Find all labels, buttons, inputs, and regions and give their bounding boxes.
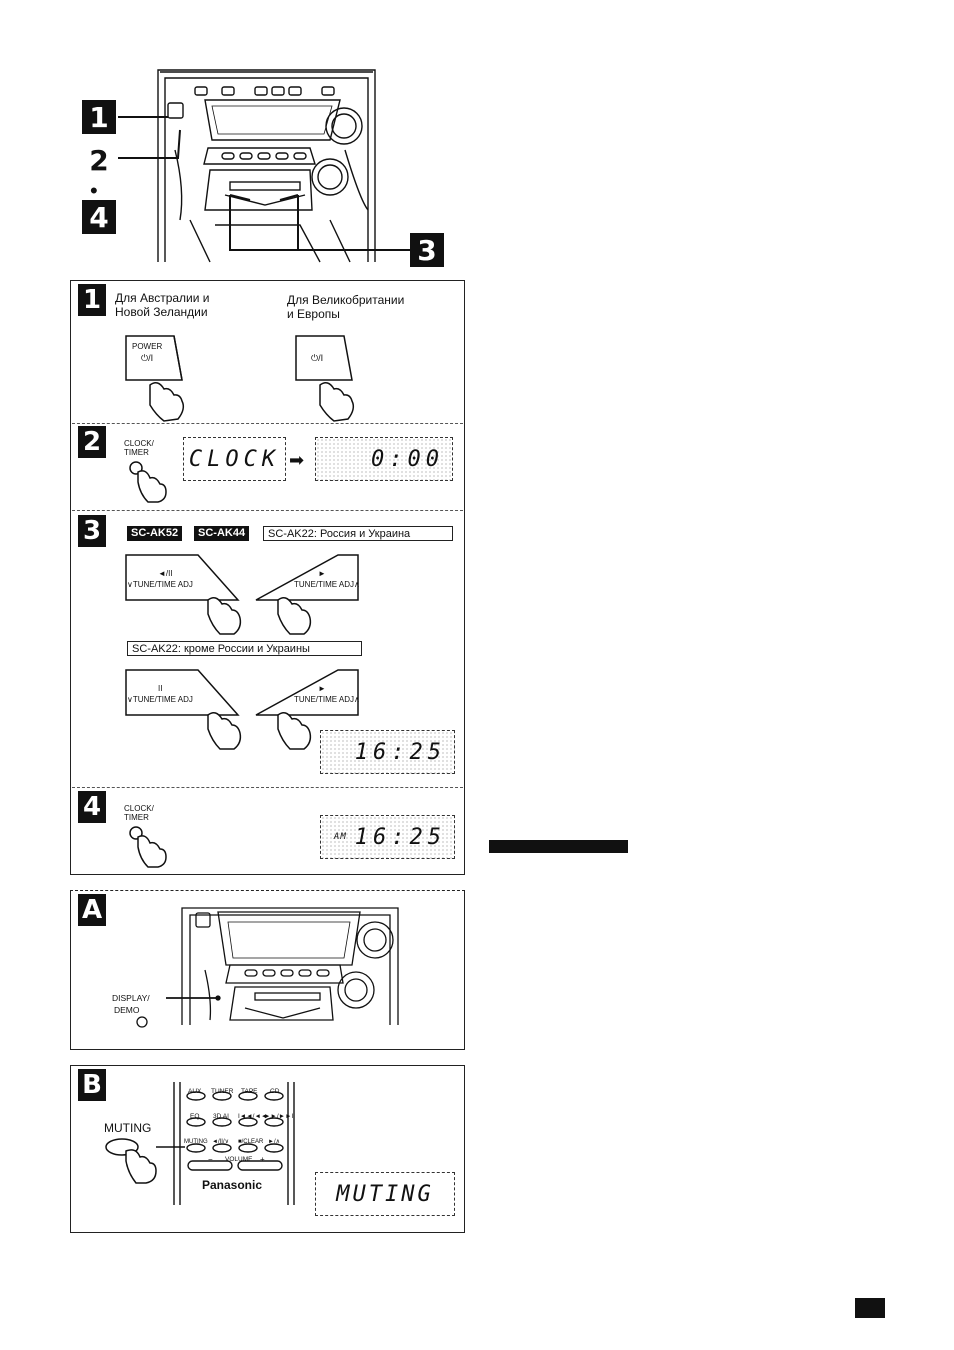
remote-tape: TAPE <box>241 1088 258 1095</box>
btn-right-top-label-1: ► <box>318 569 326 578</box>
btn-right-label-2: TUNE/TIME ADJ∧ <box>294 695 360 704</box>
panel-b <box>70 1065 465 1233</box>
remote-3d-ai: 3D AI <box>213 1113 229 1120</box>
lcd-zero-time: 0:00 <box>315 437 453 481</box>
step-1-badge: 1 <box>78 284 106 316</box>
power-symbol-left: ⏻/I <box>141 353 154 363</box>
power-button-left-illustration <box>125 335 185 422</box>
stereo-illustration <box>118 69 410 263</box>
remote-pause: ◄/II/∨ <box>212 1139 229 1145</box>
tune-buttons-row-1 <box>125 554 359 635</box>
remote-skip-fwd: ►►/►►I <box>264 1113 294 1120</box>
muting-label: MUTING <box>104 1121 152 1135</box>
step-4-badge: 4 <box>78 791 106 823</box>
step-marker-4: 4 <box>82 200 116 234</box>
step-bullet: • <box>90 178 98 203</box>
panel-a <box>70 890 465 1050</box>
remote-eq: EQ <box>190 1113 200 1120</box>
btn-left-label-2: ∨TUNE/TIME ADJ <box>127 695 193 704</box>
remote-volume-minus: − <box>208 1155 213 1164</box>
step-2-badge: 2 <box>78 426 106 458</box>
lcd-time-step4: AM 16:25 <box>320 815 455 859</box>
arrow-right-icon: ➡ <box>289 450 305 470</box>
stereo-front-illustration <box>136 907 399 1028</box>
clock-timer-button-4 <box>129 826 167 868</box>
lcd-time-step3: 16:25 <box>320 730 455 774</box>
display-demo-label: DISPLAY/ <box>112 993 150 1003</box>
step-marker-3: 3 <box>410 233 444 267</box>
model-tag-ak44: SC-AK44 <box>194 526 250 541</box>
remote-tuner: TUNER <box>211 1088 234 1095</box>
steps-panel <box>70 280 465 875</box>
tune-buttons-row-2 <box>125 669 359 750</box>
remote-cd: CD <box>270 1088 280 1095</box>
lcd-am-indicator: AM <box>333 832 347 842</box>
divider-3-4 <box>72 787 463 788</box>
muting-button-illustration <box>105 1138 185 1184</box>
remote-play: ►/∧ <box>268 1139 280 1145</box>
remote-muting: MUTING <box>184 1139 208 1145</box>
step-marker-2: 2 <box>82 143 116 177</box>
section-header-bar <box>489 840 628 853</box>
remote-skip-back: I◄◄/◄◄ <box>238 1113 268 1120</box>
clock-timer-label-4: CLOCK/ TIMER <box>124 804 154 822</box>
panel-b-badge: B <box>78 1069 106 1101</box>
remote-body-illustration <box>173 1082 295 1205</box>
divider-1-2 <box>72 423 463 424</box>
btn-left-label-1: ∨TUNE/TIME ADJ <box>127 580 193 589</box>
remote-volume-plus: + <box>260 1155 265 1164</box>
remote-clear: ■/CLEAR <box>238 1139 264 1145</box>
power-label: POWER <box>132 342 163 351</box>
lcd-time-step4-value: 16:25 <box>354 824 446 850</box>
step-3-badge: 3 <box>78 515 106 547</box>
demo-label: DEMO <box>114 1005 140 1015</box>
page-number-block <box>855 1298 885 1318</box>
step-1-region-left: Для Австралии и Новой Зеландии <box>115 291 210 319</box>
lcd-muting: MUTING <box>315 1172 455 1216</box>
remote-aux: AUX <box>188 1088 202 1095</box>
model-tag-ak52: SC-AK52 <box>127 526 183 541</box>
step-1-region-right: Для Великобритании и Европы <box>287 293 405 321</box>
btn-left-top-label-2: II <box>158 684 163 693</box>
lcd-clock: CLOCK <box>183 437 286 481</box>
panel-a-badge: A <box>78 894 106 926</box>
remote-volume-label: VOLUME <box>225 1156 253 1163</box>
btn-right-top-label-2: ► <box>318 684 326 693</box>
clock-timer-button-2 <box>129 461 167 503</box>
model-tag-ak22-ru: SC-AK22: Россия и Украина <box>263 526 453 541</box>
clock-timer-label-2: CLOCK/ TIMER <box>124 439 154 457</box>
power-button-right-illustration <box>295 335 355 422</box>
btn-right-label-1: TUNE/TIME ADJ∧ <box>294 580 360 589</box>
model-tag-ak22-other: SC-AK22: кроме России и Украины <box>127 641 362 656</box>
btn-left-top-label-1: ◄/II <box>158 569 173 578</box>
divider-2-3 <box>72 510 463 511</box>
power-symbol-right: ⏻/I <box>311 353 324 363</box>
panasonic-logo: Panasonic <box>202 1178 263 1192</box>
step-marker-1: 1 <box>82 100 116 134</box>
